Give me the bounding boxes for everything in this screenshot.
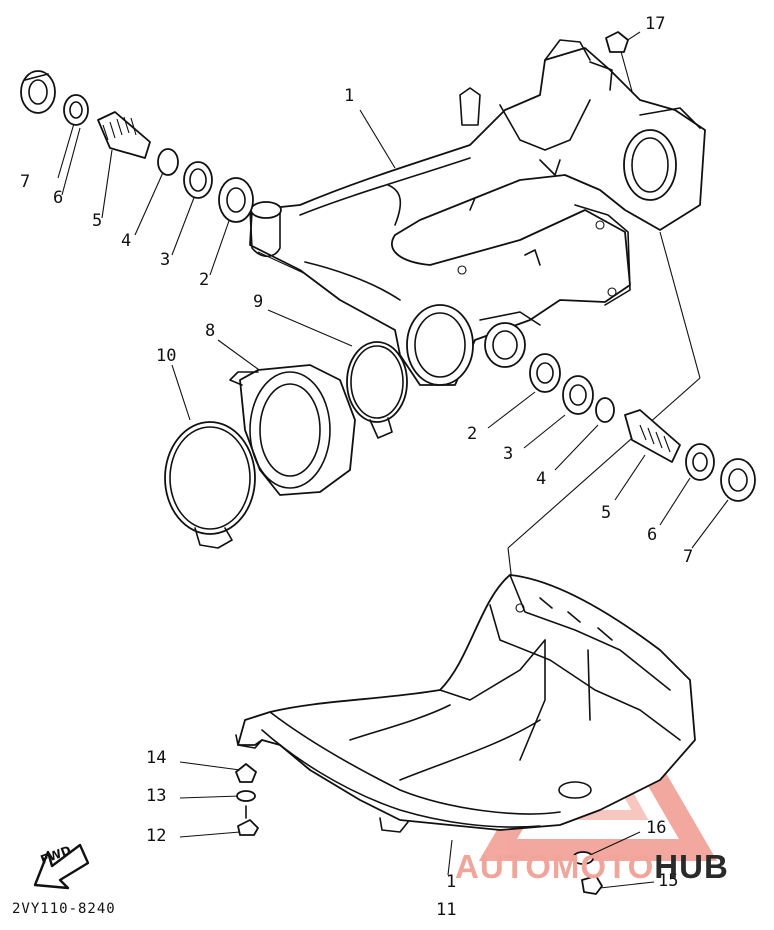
callout-15: 15	[658, 871, 679, 891]
callout-4-right: 4	[536, 469, 547, 489]
callout-5-left: 5	[92, 211, 103, 231]
callout-14: 14	[146, 748, 167, 768]
left-bearing-stack	[20, 70, 254, 223]
fwd-arrow	[33, 843, 90, 890]
callout-6-right: 6	[647, 525, 658, 545]
callout-4-left: 4	[121, 231, 132, 251]
callout-6-left: 6	[53, 188, 64, 208]
fasteners	[235, 31, 629, 895]
callout-2-right: 2	[467, 424, 478, 444]
callout-8: 8	[205, 321, 216, 341]
callout-11-upper: 1	[446, 872, 457, 892]
callout-3-right: 3	[503, 444, 514, 464]
callout-10: 10	[156, 346, 177, 366]
callout-11: 11	[436, 900, 457, 920]
callout-7-left: 7	[20, 172, 31, 192]
swingarm	[249, 39, 706, 386]
callout-9: 9	[253, 292, 264, 312]
boot-and-clamps	[164, 341, 408, 549]
callout-7-right: 7	[683, 547, 694, 567]
watermark-text: AUTOMOTOHUB	[455, 848, 729, 886]
diagram-code: 2VY110-8240	[12, 901, 116, 917]
callout-16: 16	[646, 818, 667, 838]
callout-17: 17	[645, 14, 666, 34]
callout-2-left: 2	[199, 270, 210, 290]
watermark-text-part1: AUTOMOTO	[455, 848, 655, 885]
callout-3-left: 3	[160, 250, 171, 270]
callout-13: 13	[146, 786, 167, 806]
callout-1: 1	[344, 86, 355, 106]
right-bearing-stack	[529, 353, 756, 502]
leader-lines	[57, 31, 729, 889]
callout-12: 12	[146, 826, 167, 846]
bottom-guard	[235, 574, 696, 833]
watermark-text-part2: HUB	[654, 848, 729, 885]
callout-5-right: 5	[601, 503, 612, 523]
